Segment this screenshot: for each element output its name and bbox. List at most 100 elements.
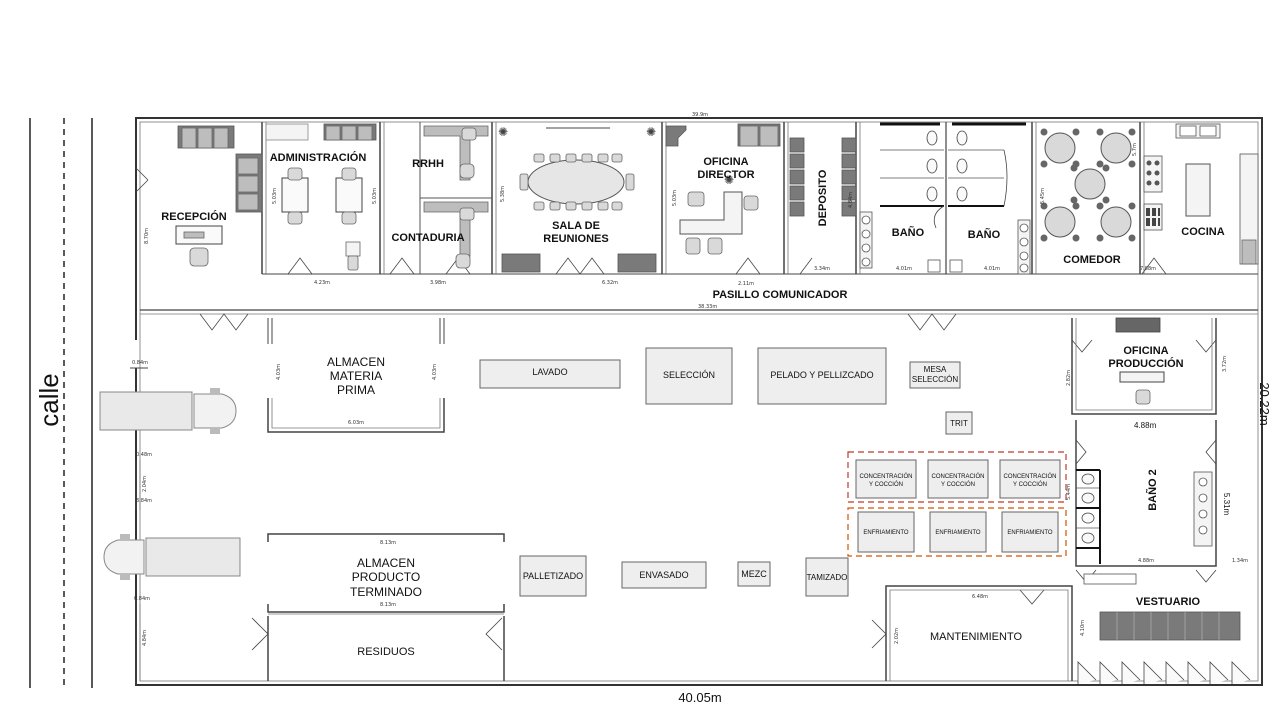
dim-side-d: 0.84m (134, 596, 150, 602)
dim-almacen-pt-width: 8.13m (380, 540, 396, 546)
label-almacen-mp-3: PRIMA (337, 383, 375, 397)
room-mantenimiento: MANTENIMIENTO 6.48m 2.02m (885, 585, 1073, 681)
label-enfr-2: ENFRIAMIENTO (935, 530, 981, 536)
machine-mezc (737, 561, 771, 587)
dim-comedor-width: 7.88m (1140, 266, 1156, 272)
label-pelado: PELADO Y PELLIZCADO (770, 370, 873, 380)
dim-cocina: 5.7m (1132, 143, 1138, 156)
street-label: calle (34, 373, 64, 426)
dim-bano2-top: 4.88m (1134, 421, 1157, 430)
label-conc-1b: Y COCCIÓN (869, 481, 903, 488)
label-administracion: ADMINISTRACIÓN (270, 151, 367, 164)
machine-envasado (621, 561, 707, 589)
room-vestuario: VESTUARIO 4.10m (1077, 573, 1251, 684)
dim-comedor-depth: 5.45m (1040, 188, 1046, 204)
dim-reception-depth: 8.70m (144, 228, 150, 244)
label-enfr-1: ENFRIAMIENTO (863, 530, 909, 536)
star-icon-director: ✺ (724, 173, 734, 187)
label-vestuario: VESTUARIO (1136, 596, 1201, 608)
room-administracion: ADMINISTRACIÓN 4.23m 5.03m 5.03m (265, 123, 378, 286)
machine-palletizado (519, 555, 587, 597)
dim-proc-depth: 5.44m (1066, 484, 1072, 500)
dim-vestuario-depth: 4.10m (1080, 620, 1086, 636)
dim-almacen-pt-width2: 8.13m (380, 602, 396, 608)
dim-bano2-depth: 5.31m (1222, 493, 1231, 516)
star-icon-sala-left: ✺ (498, 125, 508, 139)
label-almacen-pt-2: PRODUCTO (352, 570, 420, 584)
label-conc-3a: CONCENTRACIÓN (1003, 473, 1056, 480)
label-sala-2: REUNIONES (543, 233, 608, 245)
room-sala-reuniones: ✺ ✺ SALA DE REUNIONES 6.32m 5.38m (498, 125, 657, 286)
machine-enfriamiento-3 (1001, 511, 1059, 553)
process-line-bottom: PALLETIZADO ENVASADO MEZC TAMIZADO (519, 555, 849, 597)
machine-enfriamiento-1 (857, 511, 915, 553)
machine-trit (945, 411, 973, 435)
machine-tamizado (805, 557, 849, 597)
label-rrhh: RRHH (412, 158, 444, 170)
dim-pasillo-gap: 2.82m (1066, 370, 1072, 386)
dim-side-e: 4.84m (142, 630, 148, 646)
dim-corridor-length: 38.33m (698, 304, 717, 310)
label-mesa-2: SELECCIÓN (912, 375, 958, 384)
label-conc-1a: CONCENTRACIÓN (859, 473, 912, 480)
doors (135, 167, 1217, 651)
label-recepcion: RECEPCIÓN (161, 210, 226, 223)
process-cooking: CONCENTRACIÓN Y COCCIÓN CONCENTRACIÓN Y … (847, 451, 1072, 557)
room-bano-2: BAÑO 2 4.88m 4.88m 5.31m 1.34m (1075, 420, 1248, 567)
machine-enfriamiento-2 (929, 511, 987, 553)
dim-deposito-depth: 4.84m (848, 192, 854, 208)
dim-sala-depth: 5.38m (500, 186, 506, 202)
label-almacen-pt-3: TERMINADO (350, 585, 422, 599)
label-deposito: DEPOSITO (817, 169, 829, 226)
label-envasado: ENVASADO (639, 570, 688, 580)
machine-mesa-seleccion (909, 361, 961, 389)
room-oficina-director: ✺ OFICINA DIRECTOR 5.03m 2.11m (665, 123, 781, 287)
label-ofi-prod-1: OFICINA (1123, 345, 1168, 357)
label-contaduria: CONTADURIA (391, 232, 464, 244)
process-line-top: LAVADO SELECCIÓN PELADO Y PELLIZCADO MES… (479, 347, 973, 435)
dim-entry-gap: 0.84m (132, 360, 148, 366)
corridor: PASILLO COMUNICADOR 39.9m 38.33m 0.84m (132, 112, 847, 366)
label-almacen-mp-1: ALMACEN (327, 355, 385, 369)
room-recepcion: RECEPCIÓN 8.70m (144, 125, 263, 267)
machine-concentracion-1 (855, 459, 917, 499)
room-cocina: COCINA 5.7m (1132, 123, 1259, 265)
dim-total-height: 20.22m (1257, 382, 1272, 425)
label-trit: TRIT (950, 419, 968, 428)
label-director-1: OFICINA (703, 156, 748, 168)
label-mantenimiento: MANTENIMIENTO (930, 631, 1023, 643)
room-almacen-mp: ALMACEN MATERIA PRIMA 6.03m 4.03m 4.03m (267, 318, 445, 433)
label-conc-2a: CONCENTRACIÓN (931, 473, 984, 480)
machine-seleccion (645, 347, 733, 405)
dim-top-total: 39.9m (692, 112, 708, 118)
label-cocina: COCINA (1181, 226, 1224, 238)
label-conc-3b: Y COCCIÓN (1013, 481, 1047, 488)
label-ofi-prod-2: PRODUCCIÓN (1108, 357, 1183, 370)
room-banos: BAÑO BAÑO 4.01m 4.01m (859, 122, 1031, 275)
dim-director-depth: 5.03m (672, 190, 678, 206)
room-comedor: COMEDOR 7.88m 5.45m (1040, 128, 1156, 272)
dim-admin-depth-left: 5.03m (272, 188, 278, 204)
dim-bano-w2: 4.01m (984, 266, 1000, 272)
dim-mant-depth: 2.02m (894, 628, 900, 644)
dim-side-c: 2.04m (142, 476, 148, 492)
room-oficina-produccion: OFICINA PRODUCCIÓN 3.72m 2.82m (1066, 317, 1228, 415)
room-almacen-pt: ALMACEN PRODUCTO TERMINADO 8.13m 8.13m R… (267, 533, 505, 681)
label-director-2: DIRECTOR (697, 169, 754, 181)
label-sala-1: SALA DE (552, 220, 600, 232)
left-dock: 0.48m 3.84m 2.04m 0.84m 4.84m (134, 452, 152, 685)
label-mezc: MEZC (741, 569, 767, 579)
label-almacen-pt-1: ALMACEN (357, 556, 415, 570)
dim-total-width: 40.05m (678, 690, 721, 705)
machine-pelado (757, 347, 887, 405)
room-deposito: DEPOSITO 3.34m 4.84m (789, 137, 857, 272)
label-almacen-mp-2: MATERIA (330, 369, 382, 383)
dim-bano-w1: 4.01m (896, 266, 912, 272)
machine-concentracion-3 (999, 459, 1061, 499)
dim-almacen-mp-depth-l: 4.03m (276, 364, 282, 380)
dim-bano2-side: 1.34m (1232, 558, 1248, 564)
dim-bano2-bottom: 4.88m (1138, 558, 1154, 564)
dim-ofi-prod-depth: 3.72m (1222, 356, 1228, 372)
dim-contaduria-width: 3.98m (430, 280, 446, 286)
